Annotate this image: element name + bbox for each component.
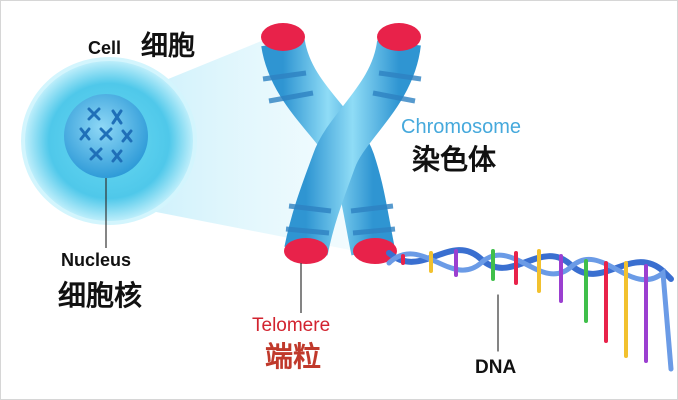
chromosome-label-en: Chromosome bbox=[401, 116, 522, 138]
dna-helix-illustration bbox=[386, 247, 674, 372]
nucleus-label-en: Nucleus bbox=[61, 250, 132, 270]
telomere-tip-bottom-left bbox=[284, 238, 328, 264]
telomere-label-zh: 端粒 bbox=[265, 340, 322, 373]
telomere-tip-bottom-right bbox=[353, 238, 397, 264]
telomere-tip-top-right bbox=[377, 23, 421, 51]
cell-label-zh: 细胞 bbox=[141, 31, 195, 62]
telomere-label-en: Telomere bbox=[252, 315, 331, 336]
cell-label-en: Cell bbox=[88, 38, 122, 58]
chromosome-illustration bbox=[261, 23, 422, 313]
nucleus-illustration bbox=[64, 94, 148, 248]
dna-label: DNA bbox=[475, 357, 517, 378]
telomere-tip-top-left bbox=[261, 23, 305, 51]
chromosome-label-zh: 染色体 bbox=[412, 143, 497, 176]
nucleus-label-zh: 细胞核 bbox=[58, 279, 143, 312]
